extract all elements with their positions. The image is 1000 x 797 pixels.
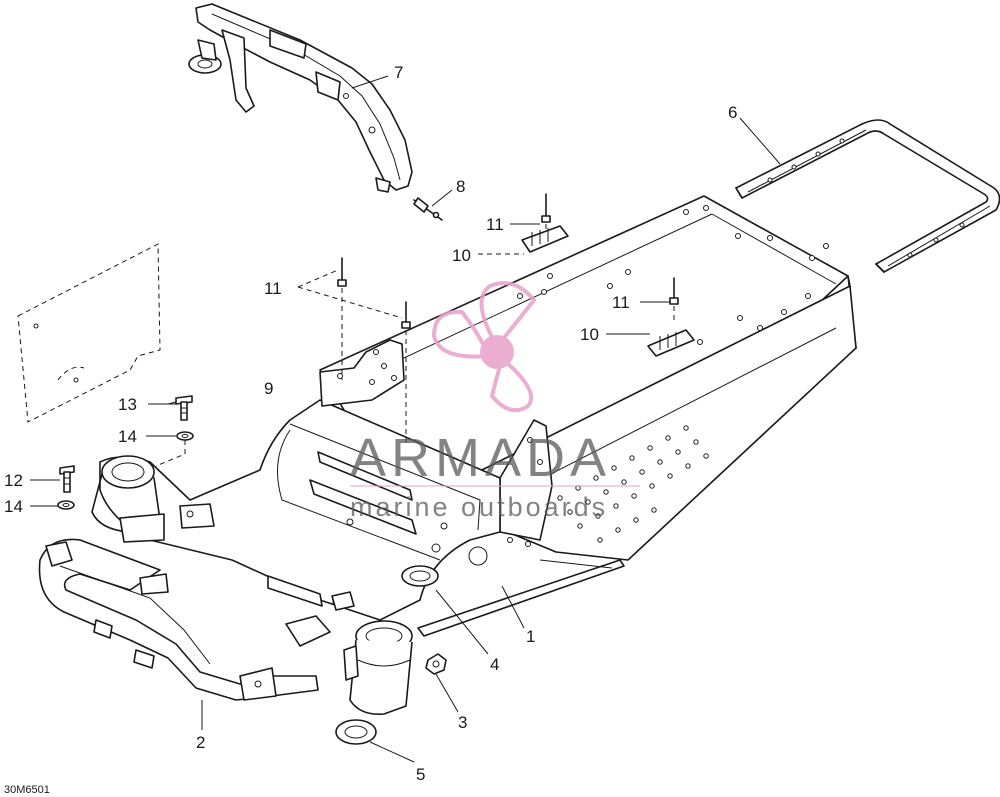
handle-rail-part-6 bbox=[735, 119, 1000, 273]
bolt-part-13 bbox=[175, 395, 193, 421]
rivet-part-11-left-a bbox=[337, 257, 347, 287]
callout-11-left: 11 bbox=[264, 279, 282, 298]
plate-part-10-right bbox=[647, 329, 695, 357]
washer-part-5 bbox=[335, 719, 377, 745]
callout-8: 8 bbox=[456, 177, 465, 196]
callout-11-top: 11 bbox=[486, 215, 504, 234]
front-frame-part-9 bbox=[91, 339, 501, 647]
perforation-holes bbox=[557, 425, 709, 543]
rivet-part-11-top bbox=[541, 193, 551, 223]
watermark-brand: ARMADA bbox=[350, 428, 611, 488]
leader-lines bbox=[30, 75, 781, 763]
callout-10-right: 10 bbox=[580, 325, 599, 344]
callout-4: 4 bbox=[490, 655, 499, 674]
callout-3: 3 bbox=[458, 713, 467, 732]
callout-6: 6 bbox=[728, 103, 737, 122]
washer-part-14-lower bbox=[57, 500, 75, 510]
callout-12: 12 bbox=[4, 471, 23, 490]
callout-13: 13 bbox=[118, 395, 137, 414]
nut-part-3 bbox=[425, 653, 447, 675]
callout-7: 7 bbox=[394, 63, 403, 82]
callout-14-lower: 14 bbox=[4, 497, 23, 516]
callout-1: 1 bbox=[526, 627, 535, 646]
washer-part-14-upper bbox=[176, 431, 194, 441]
callout-11-right: 11 bbox=[612, 293, 630, 312]
pin-part-8 bbox=[413, 197, 443, 221]
steering-bracket-part-7 bbox=[188, 3, 413, 193]
plate-part-10-top bbox=[521, 225, 569, 253]
callout-labels: 1 2 3 4 5 6 7 8 9 10 10 11 11 11 12 13 1… bbox=[4, 63, 737, 784]
alignment-line-13 bbox=[155, 440, 186, 467]
side-panel bbox=[17, 243, 161, 423]
watermark-tagline: marine outboards bbox=[350, 492, 608, 522]
rivet-part-11-left-b bbox=[401, 301, 411, 329]
callout-5: 5 bbox=[416, 765, 425, 784]
callout-10-top: 10 bbox=[452, 246, 471, 265]
steering-post-tube bbox=[343, 620, 413, 716]
drawing-code: 30M6501 bbox=[4, 784, 50, 796]
callout-14-upper: 14 bbox=[118, 427, 137, 446]
armada-watermark: ARMADA marine outboards bbox=[350, 281, 640, 522]
propeller-logo bbox=[431, 281, 537, 413]
bolt-part-12 bbox=[59, 465, 75, 493]
callout-9: 9 bbox=[264, 379, 273, 398]
ferrule-part-4 bbox=[401, 565, 439, 587]
bumper-part-2 bbox=[38, 538, 319, 701]
callout-2: 2 bbox=[196, 733, 205, 752]
